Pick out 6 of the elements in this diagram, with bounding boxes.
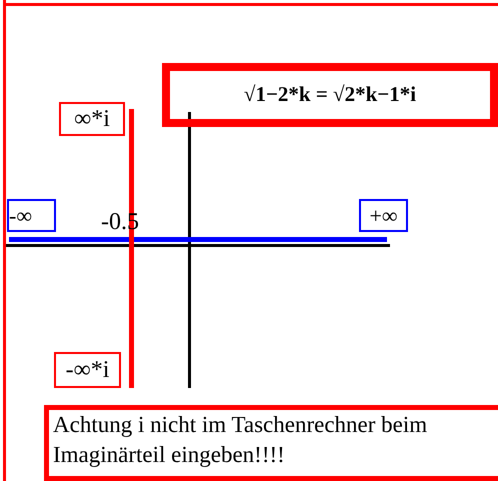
axis-label-box: -∞*i	[54, 352, 121, 388]
axis-label-box: ∞*i	[59, 102, 125, 136]
formula-box: √1−2*k = √2*k−1*i	[162, 63, 498, 127]
note-box: Achtung i nicht im Taschenrechner beim Imaginärteil eingeben!!!!	[44, 405, 498, 481]
axis-label-box: -∞	[7, 199, 56, 232]
axis-label-box: +∞	[359, 199, 408, 232]
